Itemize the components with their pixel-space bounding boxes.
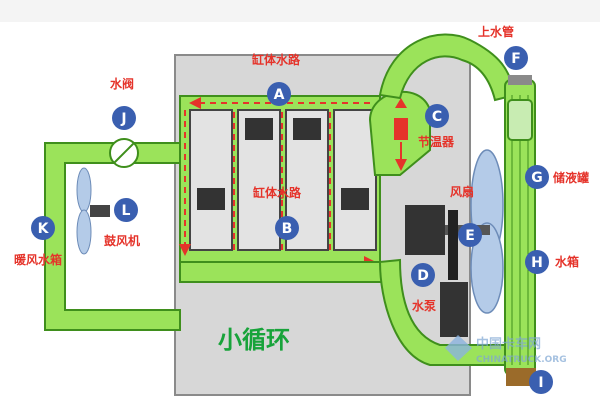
label-a-text: 缸体水路 [252, 52, 301, 67]
marker-i: I [529, 370, 553, 394]
marker-c: C [425, 104, 449, 128]
label-l-text: 鼓风机 [104, 233, 140, 248]
svg-text:C: C [432, 109, 442, 125]
svg-text:A: A [274, 87, 285, 103]
heater-hose [44, 142, 181, 331]
label-b-text: 缸体水路 [253, 185, 302, 200]
label-k-text: 暖风水箱 [14, 252, 62, 267]
marker-h: H [525, 250, 549, 274]
label-g-text: 储液罐 [553, 170, 589, 185]
watermark-logo-icon [445, 335, 472, 361]
marker-k: K [31, 216, 55, 240]
header-strip [0, 0, 600, 22]
marker-l: L [114, 198, 138, 222]
heater-core-fan-icon [76, 167, 110, 255]
svg-text:J: J [120, 111, 126, 127]
svg-text:I: I [538, 375, 543, 391]
marker-d: D [411, 263, 435, 287]
marker-a: A [267, 82, 291, 106]
reservoir-tank [507, 99, 533, 141]
watermark-brand: 中国卡车网 [476, 336, 541, 352]
svg-text:K: K [38, 221, 50, 237]
marker-g: G [525, 165, 549, 189]
thermostat [394, 118, 408, 140]
lower-hose [179, 261, 396, 283]
diagram-title: 小循环 [218, 326, 290, 354]
svg-text:F: F [511, 51, 521, 67]
svg-text:H: H [531, 255, 543, 271]
marker-j: J [112, 106, 136, 130]
svg-text:L: L [122, 203, 131, 219]
water-pump [405, 205, 468, 337]
svg-text:G: G [531, 170, 543, 186]
label-c-text: 节温器 [418, 134, 455, 149]
label-f-text: 上水管 [478, 24, 514, 39]
water-valve-icon [109, 138, 139, 168]
marker-f: F [504, 46, 528, 70]
label-h-text: 水箱 [555, 254, 579, 269]
radiator-cap [508, 75, 532, 85]
marker-e: E [458, 223, 482, 247]
marker-b: B [275, 216, 299, 240]
label-e-text: 风扇 [450, 184, 474, 199]
label-d-text: 水泵 [412, 298, 436, 313]
label-j-text: 水阀 [110, 76, 134, 91]
watermark-domain: CHINATRUCK.ORG [476, 355, 567, 365]
drain-outlet [506, 368, 536, 386]
svg-text:E: E [465, 228, 475, 244]
svg-text:D: D [417, 268, 429, 284]
thermostat-arrow-icon [395, 98, 407, 108]
svg-text:B: B [282, 221, 293, 237]
watermark: 中国卡车网 CHINATRUCK.ORG [445, 335, 567, 365]
bottom-radiator-hose [378, 258, 521, 366]
